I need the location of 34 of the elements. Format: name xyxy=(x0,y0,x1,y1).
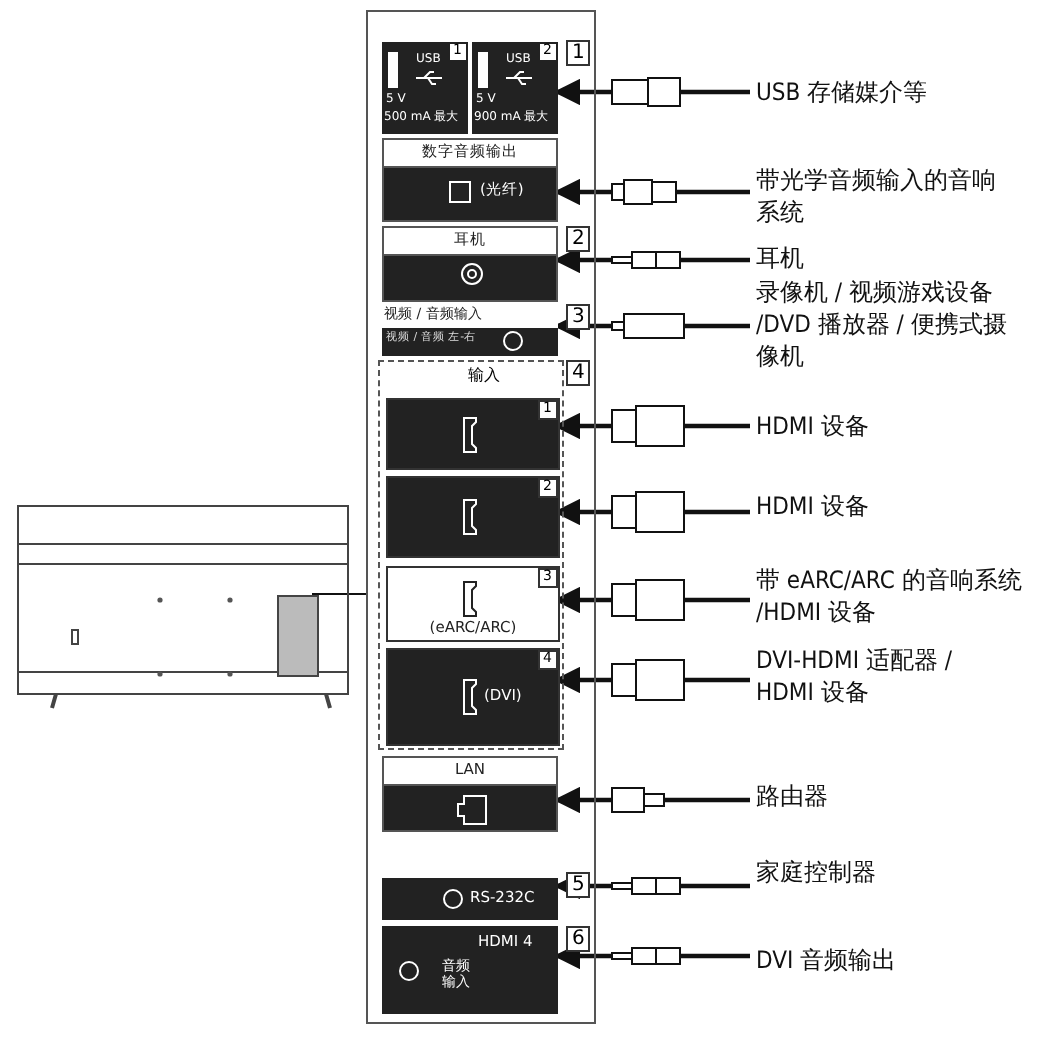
device-label: 录像机 / 视频游戏设备 /DVD 播放器 / 便携式摄像机 xyxy=(756,276,1020,374)
tv-rear-drawing xyxy=(16,504,352,712)
usb-port xyxy=(472,42,558,134)
callout-number: 5 xyxy=(566,872,591,898)
device-label: 耳机 xyxy=(756,242,1036,275)
device-label: 路由器 xyxy=(756,780,1036,813)
callout-number: 1 xyxy=(566,40,591,66)
device-label: 带 eARC/ARC 的音响系统 /HDMI 设备 xyxy=(756,564,1028,629)
callout-number: 3 xyxy=(566,304,591,330)
device-label: DVI-HDMI 适配器 / HDMI 设备 xyxy=(756,644,996,709)
optical-port xyxy=(382,138,558,222)
audio-input-port xyxy=(382,926,558,1014)
port-label: 输入 xyxy=(468,368,500,386)
rs232c-port xyxy=(382,878,558,920)
callout-number: 4 xyxy=(566,360,591,386)
hdmi-port-group xyxy=(378,360,564,750)
hdmi-port xyxy=(386,398,560,470)
device-label: HDMI 设备 xyxy=(756,490,1036,523)
hdmi-port xyxy=(386,648,560,746)
connector-panel xyxy=(366,10,596,1024)
lan-port xyxy=(382,756,558,832)
callout-number: 6 xyxy=(566,926,591,952)
usb-port xyxy=(382,42,468,134)
callout-number: 2 xyxy=(566,226,591,252)
av-input-port xyxy=(382,306,558,356)
device-label: 带光学音频输入的音响系统 xyxy=(756,164,996,229)
leader-line xyxy=(311,593,367,595)
device-label: DVI 音频输出 xyxy=(756,944,1036,977)
headphone-port xyxy=(382,226,558,302)
device-label: USB 存储媒介等 xyxy=(756,76,1036,109)
hdmi-port xyxy=(386,476,560,558)
device-label: HDMI 设备 xyxy=(756,410,1036,443)
device-label: 家庭控制器 xyxy=(756,856,1036,889)
hdmi-port xyxy=(386,566,560,642)
